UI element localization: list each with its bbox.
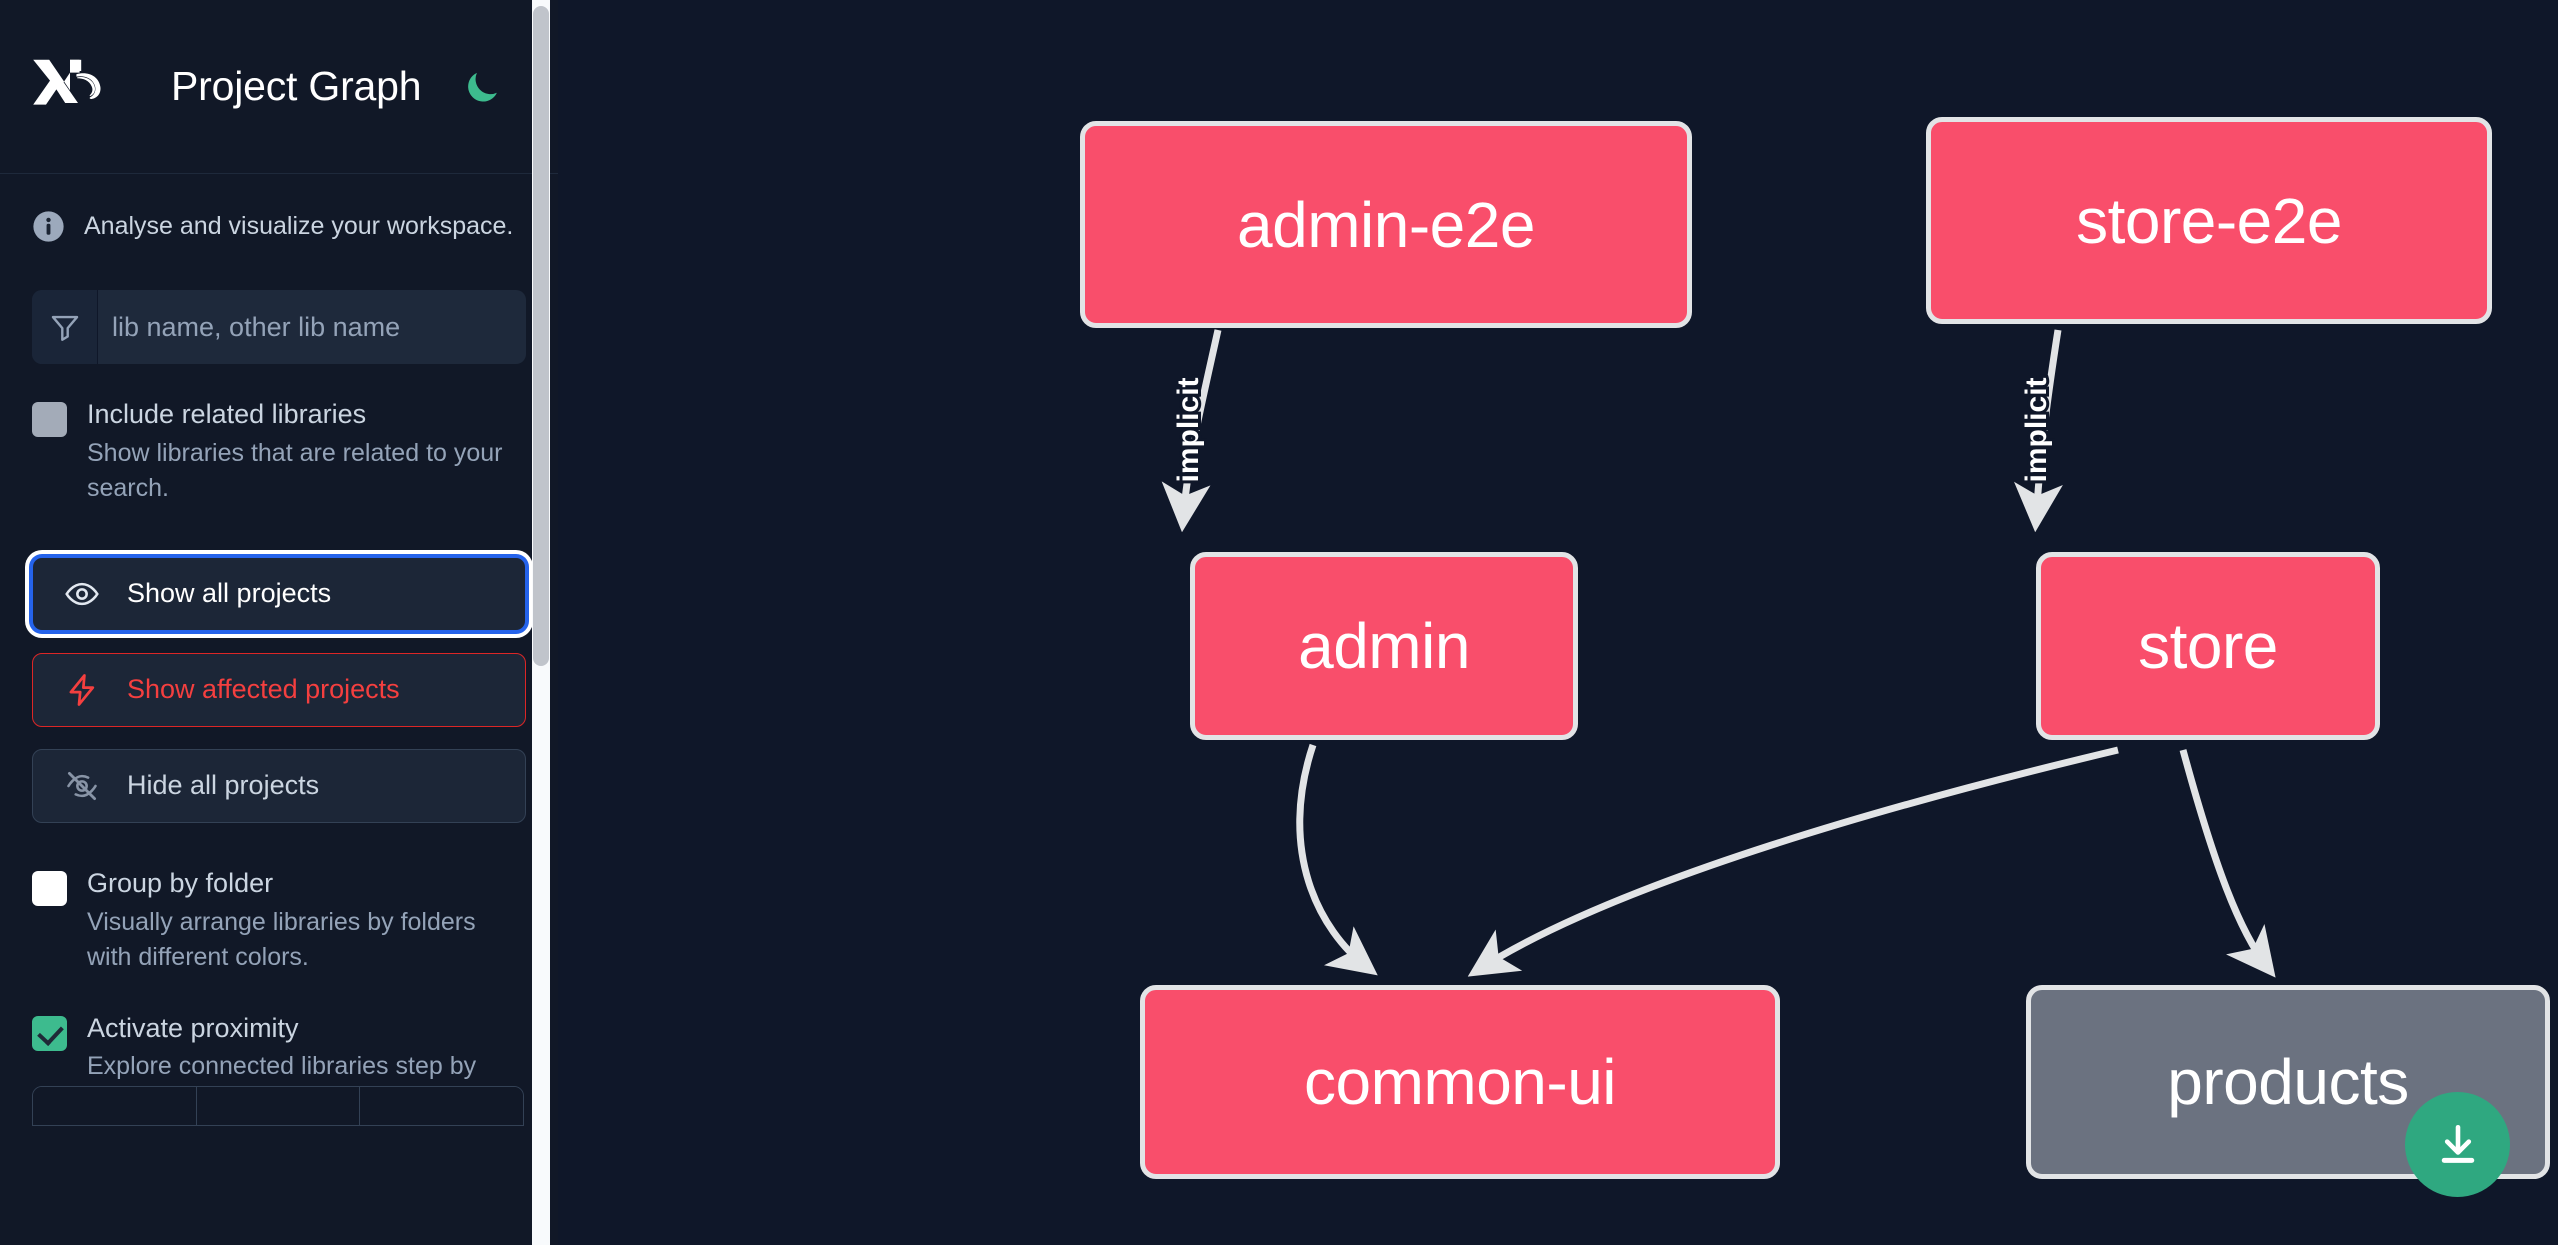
lightning-icon	[63, 671, 101, 709]
graph-node-label: products	[2167, 1046, 2409, 1118]
graph-node-label: admin-e2e	[1237, 188, 1535, 261]
proximity-stepper-decrease[interactable]	[33, 1087, 197, 1126]
checkbox-group-by-folder-box[interactable]	[32, 870, 67, 906]
project-graph-canvas[interactable]: implicit implicit admin-e2e store-e2e ad…	[558, 0, 2558, 1245]
show-all-projects-label: Show all projects	[127, 578, 332, 609]
eye-icon	[63, 575, 101, 613]
proximity-stepper-group[interactable]	[32, 1086, 524, 1127]
checkbox-activate-proximity-box[interactable]	[32, 1015, 67, 1051]
edge-store-common-ui	[1467, 746, 2119, 977]
sidebar: Project Graph Analyse and visualize your…	[0, 0, 558, 1245]
show-affected-projects-button[interactable]: Show affected projects	[32, 652, 526, 727]
graph-node-admin-e2e[interactable]: admin-e2e	[1080, 121, 1692, 328]
info-icon	[32, 210, 65, 243]
edge-store-products	[2179, 749, 2276, 978]
graph-node-admin[interactable]: admin	[1190, 552, 1578, 740]
checkbox-label: Activate proximity	[87, 1012, 299, 1043]
graph-node-label: store	[2138, 610, 2278, 682]
graph-node-store[interactable]: store	[2036, 552, 2380, 740]
edge-store-e2e-store	[2013, 329, 2063, 533]
download-button[interactable]	[2405, 1092, 2510, 1197]
checkbox-include-related-libraries[interactable]: Include related libraries Show libraries…	[32, 398, 526, 507]
search-input[interactable]	[98, 290, 526, 364]
graph-node-common-ui[interactable]: common-ui	[1140, 985, 1780, 1179]
proximity-stepper-value[interactable]	[196, 1087, 361, 1126]
graph-node-label: admin	[1298, 610, 1470, 682]
checkbox-description: Show libraries that are related to your …	[87, 438, 503, 503]
graph-node-label: store-e2e	[2076, 184, 2342, 257]
graph-node-label: common-ui	[1303, 1046, 1617, 1118]
checkbox-group-by-folder-labels: Group by folder Visually arrange librari…	[87, 867, 526, 976]
page-title: Project Graph	[171, 63, 422, 109]
checkbox-group-by-folder[interactable]: Group by folder Visually arrange librari…	[32, 867, 526, 976]
sidebar-header: Project Graph	[0, 0, 558, 174]
checkbox-include-related-libraries-box[interactable]	[32, 402, 67, 437]
graph-node-store-e2e[interactable]: store-e2e	[1926, 117, 2492, 324]
eye-off-icon	[63, 767, 101, 805]
project-action-buttons: Show all projects Show affected projects	[32, 556, 526, 823]
nx-logo-icon	[30, 54, 126, 120]
tagline: Analyse and visualize your workspace.	[32, 204, 526, 248]
edge-label-implicit-store: implicit	[2020, 377, 2053, 482]
show-all-projects-button[interactable]: Show all projects	[32, 556, 526, 631]
hide-all-projects-label: Hide all projects	[127, 770, 320, 801]
checkbox-description: Visually arrange libraries by folders wi…	[87, 907, 476, 972]
graph-edges: implicit implicit	[1161, 329, 2276, 978]
sidebar-scrollbar-thumb[interactable]	[533, 6, 549, 666]
sidebar-body: Analyse and visualize your workspace. In…	[0, 204, 558, 1127]
edge-admin-common-ui	[1296, 743, 1378, 976]
checkbox-label: Group by folder	[87, 867, 274, 898]
edge-label-implicit-admin: implicit	[1172, 377, 1205, 482]
hide-all-projects-button[interactable]: Hide all projects	[32, 748, 526, 823]
funnel-icon	[32, 290, 98, 364]
show-affected-projects-label: Show affected projects	[127, 674, 400, 705]
filter-row	[32, 290, 526, 364]
checkbox-include-related-libraries-labels: Include related libraries Show libraries…	[87, 398, 526, 507]
proximity-stepper-increase[interactable]	[360, 1087, 523, 1126]
tagline-text: Analyse and visualize your workspace.	[84, 211, 514, 240]
edge-admin-e2e-admin	[1161, 329, 1222, 533]
checkbox-label: Include related libraries	[87, 399, 367, 429]
moon-icon[interactable]	[459, 64, 505, 110]
